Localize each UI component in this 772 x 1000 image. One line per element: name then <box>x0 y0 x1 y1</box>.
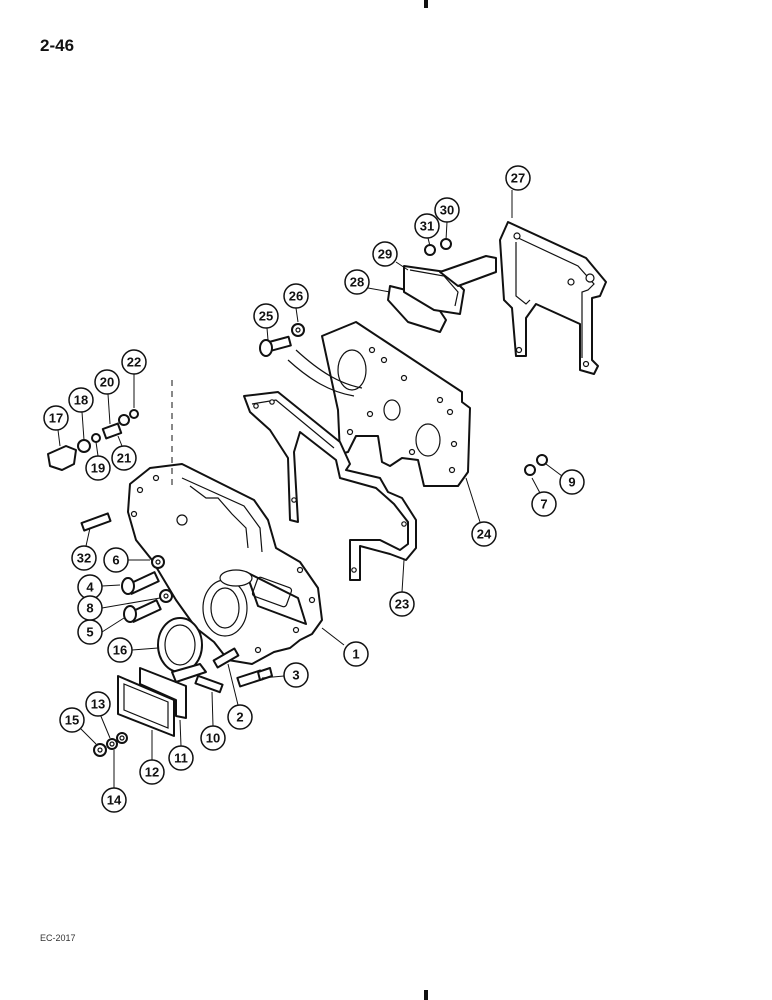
callout-25: 25 <box>253 303 279 341</box>
callout-2: 2 <box>227 663 253 730</box>
bottom-page-mark <box>424 990 428 1000</box>
part-access-cover <box>117 667 187 737</box>
callout-30-label: 30 <box>440 203 454 218</box>
callout-5: 5 <box>77 617 125 645</box>
callout-21-label: 21 <box>117 451 131 466</box>
callout-15: 15 <box>59 707 97 745</box>
callout-14-label: 14 <box>107 793 122 808</box>
callout-7-label: 7 <box>540 497 547 512</box>
callout-20-label: 20 <box>100 375 114 390</box>
part-cover-plate <box>387 255 497 333</box>
callout-24: 24 <box>465 477 497 547</box>
callout-18-label: 18 <box>74 393 88 408</box>
callout-15-label: 15 <box>65 713 79 728</box>
part-plate-bolt <box>259 323 363 397</box>
callout-6-label: 6 <box>112 553 119 568</box>
callout-11-label: 11 <box>174 751 188 766</box>
figure-code: EC-2017 <box>40 933 76 943</box>
callout-18: 18 <box>68 387 94 441</box>
callout-12: 12 <box>139 730 165 785</box>
part-seal <box>157 617 203 673</box>
callout-26-label: 26 <box>289 289 303 304</box>
callout-6: 6 <box>103 547 150 573</box>
callout-16-label: 16 <box>113 643 127 658</box>
part-nuts-washers <box>93 732 128 757</box>
callout-24-label: 24 <box>477 527 492 542</box>
callout-2-label: 2 <box>236 710 243 725</box>
callout-16: 16 <box>107 637 159 663</box>
callout-13-label: 13 <box>91 697 105 712</box>
part-small-nuts <box>424 238 548 476</box>
callout-5-label: 5 <box>86 625 93 640</box>
part-gasket-frame <box>499 221 607 375</box>
callout-31-label: 31 <box>420 219 434 234</box>
callout-3-label: 3 <box>292 668 299 683</box>
callout-29: 29 <box>372 241 409 271</box>
callout-19: 19 <box>85 441 111 481</box>
callout-4: 4 <box>77 574 121 600</box>
callout-14: 14 <box>101 750 127 813</box>
callout-7: 7 <box>531 477 557 517</box>
callout-9-label: 9 <box>568 475 575 490</box>
callout-32-label: 32 <box>77 551 91 566</box>
callout-28: 28 <box>344 269 391 295</box>
callout-11: 11 <box>168 719 194 771</box>
callout-22: 22 <box>121 349 147 408</box>
callout-25-label: 25 <box>259 309 273 324</box>
callout-1: 1 <box>321 627 369 667</box>
callout-10-label: 10 <box>206 731 220 746</box>
callout-12-label: 12 <box>145 765 159 780</box>
callout-10: 10 <box>200 691 226 751</box>
callout-28-label: 28 <box>350 275 364 290</box>
part-timing-housing <box>127 380 323 665</box>
callout-19-label: 19 <box>91 461 105 476</box>
callout-4-label: 4 <box>86 580 94 595</box>
callout-26: 26 <box>283 283 309 323</box>
callout-31: 31 <box>414 213 440 247</box>
page-number: 2-46 <box>40 36 75 55</box>
callout-23-label: 23 <box>395 597 409 612</box>
callout-27: 27 <box>505 165 531 218</box>
callout-23: 23 <box>389 559 415 617</box>
callout-30: 30 <box>434 197 460 241</box>
callout-13: 13 <box>85 691 111 739</box>
top-page-mark <box>424 0 428 8</box>
part-sender-fitting <box>47 409 139 471</box>
callout-17-label: 17 <box>49 411 63 426</box>
callout-21: 21 <box>111 435 137 471</box>
callout-22-label: 22 <box>127 355 141 370</box>
part-front-gasket <box>243 391 417 581</box>
callout-17: 17 <box>43 405 69 447</box>
callout-27-label: 27 <box>511 171 525 186</box>
callout-9: 9 <box>545 463 585 495</box>
callout-29-label: 29 <box>378 247 392 262</box>
callout-32: 32 <box>71 527 97 571</box>
part-rear-plate <box>321 321 471 487</box>
part-housing-bolts <box>80 512 173 623</box>
callout-20: 20 <box>94 369 120 425</box>
callout-1-label: 1 <box>352 647 359 662</box>
callout-3: 3 <box>261 662 309 688</box>
callout-8-label: 8 <box>86 601 93 616</box>
callout-8: 8 <box>77 595 161 621</box>
